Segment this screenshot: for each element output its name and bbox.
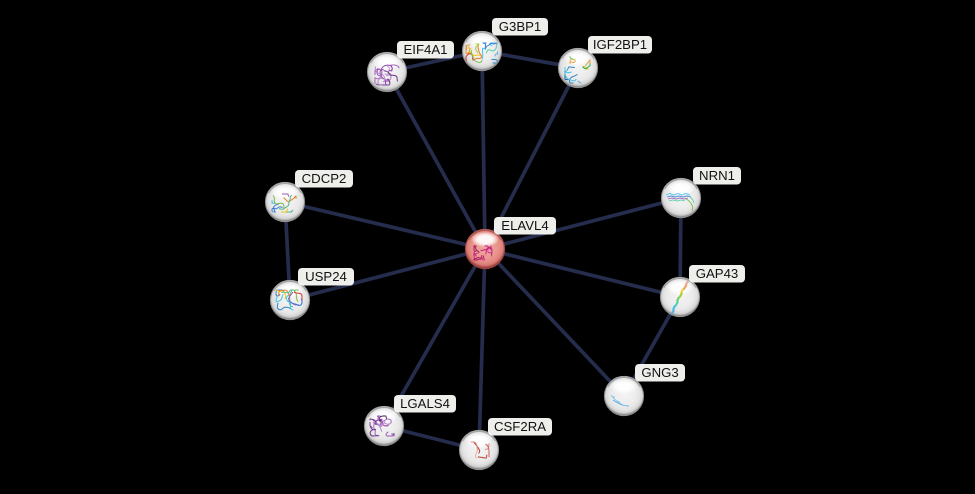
- svg-text:GAP43: GAP43: [696, 266, 739, 281]
- svg-text:ELAVL4: ELAVL4: [501, 218, 548, 233]
- svg-text:EIF4A1: EIF4A1: [404, 42, 448, 57]
- svg-text:IGF2BP1: IGF2BP1: [593, 37, 647, 52]
- svg-text:CSF2RA: CSF2RA: [494, 419, 546, 434]
- svg-text:CDCP2: CDCP2: [302, 171, 347, 186]
- svg-text:LGALS4: LGALS4: [400, 396, 450, 411]
- svg-text:NRN1: NRN1: [699, 168, 735, 183]
- svg-text:G3BP1: G3BP1: [499, 19, 542, 34]
- svg-text:GNG3: GNG3: [641, 365, 678, 380]
- svg-text:USP24: USP24: [305, 269, 347, 284]
